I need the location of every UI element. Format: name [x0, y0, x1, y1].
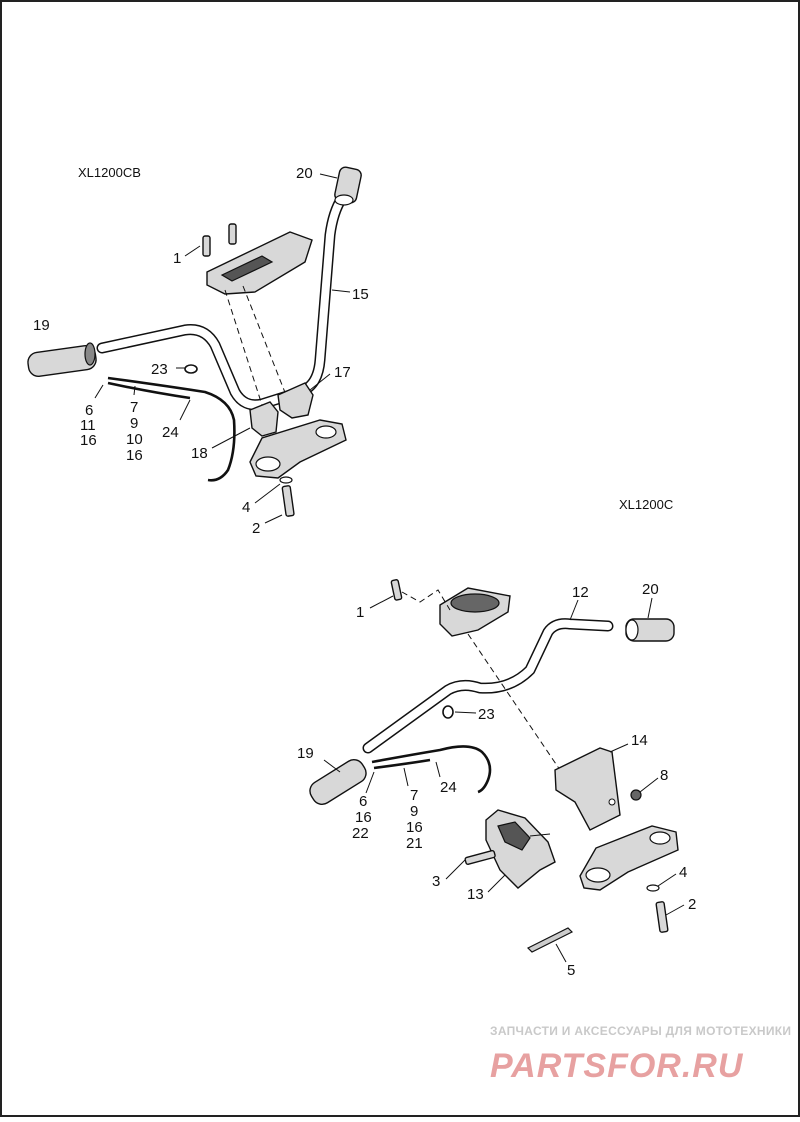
callout-4: 4: [242, 499, 250, 516]
cable-clip-23[interactable]: [442, 705, 454, 719]
callout-stack-7: 7 9 10 16: [126, 399, 143, 464]
callout-19: 19: [297, 745, 314, 762]
callout-14: 14: [631, 732, 648, 749]
clamp-bolt-1[interactable]: [390, 579, 403, 601]
watermark-tagline: ЗАПЧАСТИ И АКСЕССУАРЫ ДЛЯ МОТОТЕХНИКИ: [490, 1024, 791, 1038]
watermark: ЗАПЧАСТИ И АКСЕССУАРЫ ДЛЯ МОТОТЕХНИКИ PA…: [490, 1024, 791, 1085]
callout-1: 1: [356, 604, 364, 621]
callout-stack-7: 7 9 16 21: [406, 787, 423, 852]
bolt-2[interactable]: [655, 901, 669, 933]
cable-clip-23[interactable]: [184, 364, 198, 374]
model-label-xl1200cb: XL1200CB: [78, 165, 141, 180]
callout-20: 20: [296, 165, 313, 182]
bolt-3[interactable]: [464, 849, 496, 865]
left-grip-19[interactable]: [306, 756, 370, 808]
watermark-logo: PARTSFOR.RU: [490, 1047, 744, 1085]
upper-clamp[interactable]: [206, 231, 313, 295]
callout-19: 19: [33, 317, 50, 334]
xl1200cb-assembly: XL1200CB: [27, 165, 369, 537]
upper-clamp[interactable]: [439, 587, 511, 637]
svg-text:16: 16: [355, 809, 372, 826]
svg-text:6: 6: [359, 793, 367, 810]
svg-text:7: 7: [410, 787, 418, 804]
svg-text:21: 21: [406, 835, 423, 852]
xl1200c-assembly: XL1200C: [297, 497, 696, 979]
svg-text:6: 6: [85, 402, 93, 419]
callout-4: 4: [679, 864, 687, 881]
riser-17[interactable]: [277, 382, 314, 419]
svg-text:16: 16: [80, 432, 97, 449]
upper-fork-bracket[interactable]: [579, 825, 679, 891]
left-grip-19[interactable]: [27, 342, 98, 378]
nut-8[interactable]: [630, 789, 642, 801]
callout-15: 15: [352, 286, 369, 303]
alignment-line: [401, 589, 451, 611]
cover-plate-13[interactable]: [485, 809, 556, 889]
callout-stack-6: 6 16 22: [352, 793, 372, 842]
handlebar-15[interactable]: [96, 192, 348, 411]
alignment-line: [467, 633, 561, 771]
model-label-xl1200c: XL1200C: [619, 497, 673, 512]
callout-1: 1: [173, 250, 181, 267]
callout-17: 17: [334, 364, 351, 381]
bolt-2[interactable]: [281, 485, 295, 517]
riser-cover-14[interactable]: [554, 747, 621, 831]
washer-4[interactable]: [279, 476, 293, 484]
right-grip-20[interactable]: [625, 618, 675, 642]
callout-2: 2: [688, 896, 696, 913]
riser-18[interactable]: [249, 401, 279, 437]
callout-8: 8: [660, 767, 668, 784]
upper-fork-bracket[interactable]: [249, 419, 347, 479]
callout-24: 24: [162, 424, 179, 441]
svg-text:22: 22: [352, 825, 369, 842]
svg-text:16: 16: [406, 819, 423, 836]
callout-23: 23: [478, 706, 495, 723]
callout-20: 20: [642, 581, 659, 598]
right-grip-20[interactable]: [334, 166, 363, 206]
svg-text:16: 16: [126, 447, 143, 464]
callout-18: 18: [191, 445, 208, 462]
svg-text:7: 7: [130, 399, 138, 416]
callout-13: 13: [467, 886, 484, 903]
callout-2: 2: [252, 520, 260, 537]
clamp-bolts-1[interactable]: [202, 223, 237, 257]
alignment-line: [224, 289, 263, 406]
cable-tie-5[interactable]: [526, 927, 574, 953]
alignment-line: [242, 285, 287, 396]
washer-4[interactable]: [646, 884, 660, 892]
svg-text:11: 11: [80, 417, 96, 434]
callout-stack-6: 6 11 16: [80, 402, 97, 449]
throttle-cables-24[interactable]: [107, 376, 236, 482]
callout-3: 3: [432, 873, 440, 890]
callout-24: 24: [440, 779, 457, 796]
throttle-cables-24[interactable]: [371, 745, 492, 794]
callout-23: 23: [151, 361, 168, 378]
callout-5: 5: [567, 962, 575, 979]
svg-text:9: 9: [130, 415, 138, 432]
svg-text:9: 9: [410, 803, 418, 820]
callout-12: 12: [572, 584, 589, 601]
svg-text:10: 10: [126, 431, 143, 448]
